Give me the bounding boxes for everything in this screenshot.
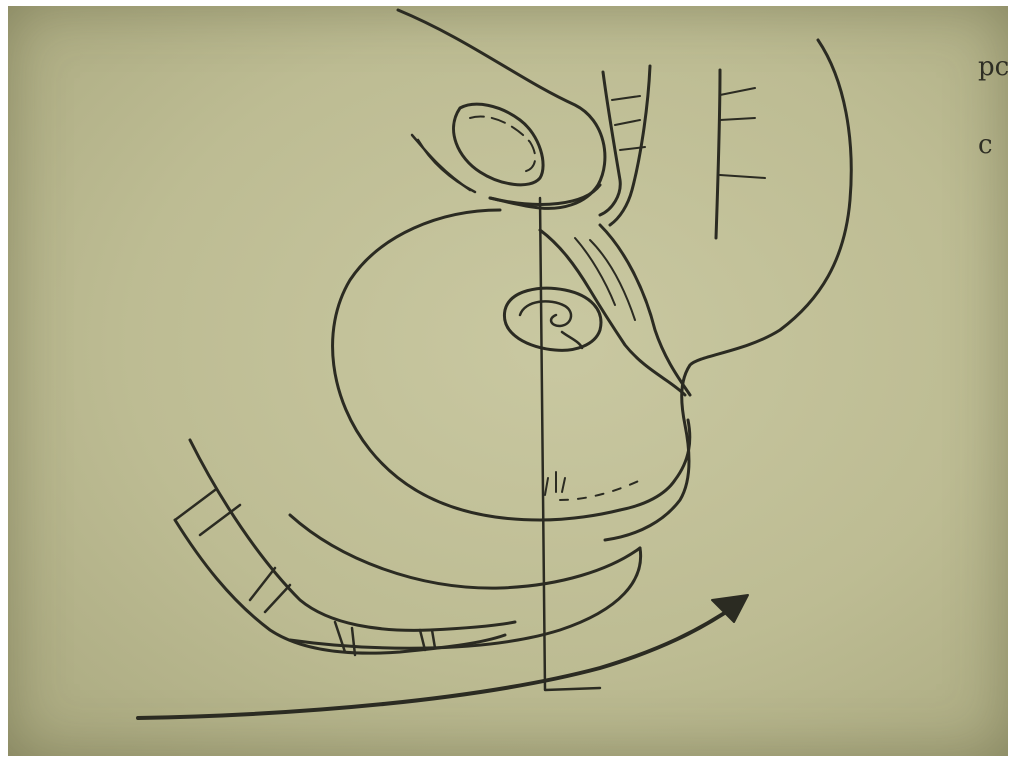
large-round-organ (333, 210, 620, 520)
small-oval-organ (504, 288, 601, 350)
sweep-arrow-curve (138, 606, 735, 718)
central-fold-right (600, 225, 690, 395)
corner-text-line-2: c (978, 132, 1011, 158)
page-corner-text: pc c (978, 2, 1011, 210)
small-oval-spiral (520, 301, 582, 348)
upper-tube-ticks (612, 96, 645, 150)
anterior-wall-inner (490, 185, 600, 204)
pubic-bone (454, 104, 544, 185)
lower-bump (620, 420, 690, 510)
corner-text-line-1: pc (978, 54, 1011, 80)
perineal-floor-upper (290, 515, 640, 588)
tuft-marks (545, 472, 565, 495)
central-fold-left (540, 230, 685, 395)
lower-bump-dashes (560, 478, 645, 500)
ligament-chain (412, 135, 475, 192)
right-vertical-ticks (720, 88, 765, 178)
perineal-floor-lower (290, 548, 641, 648)
